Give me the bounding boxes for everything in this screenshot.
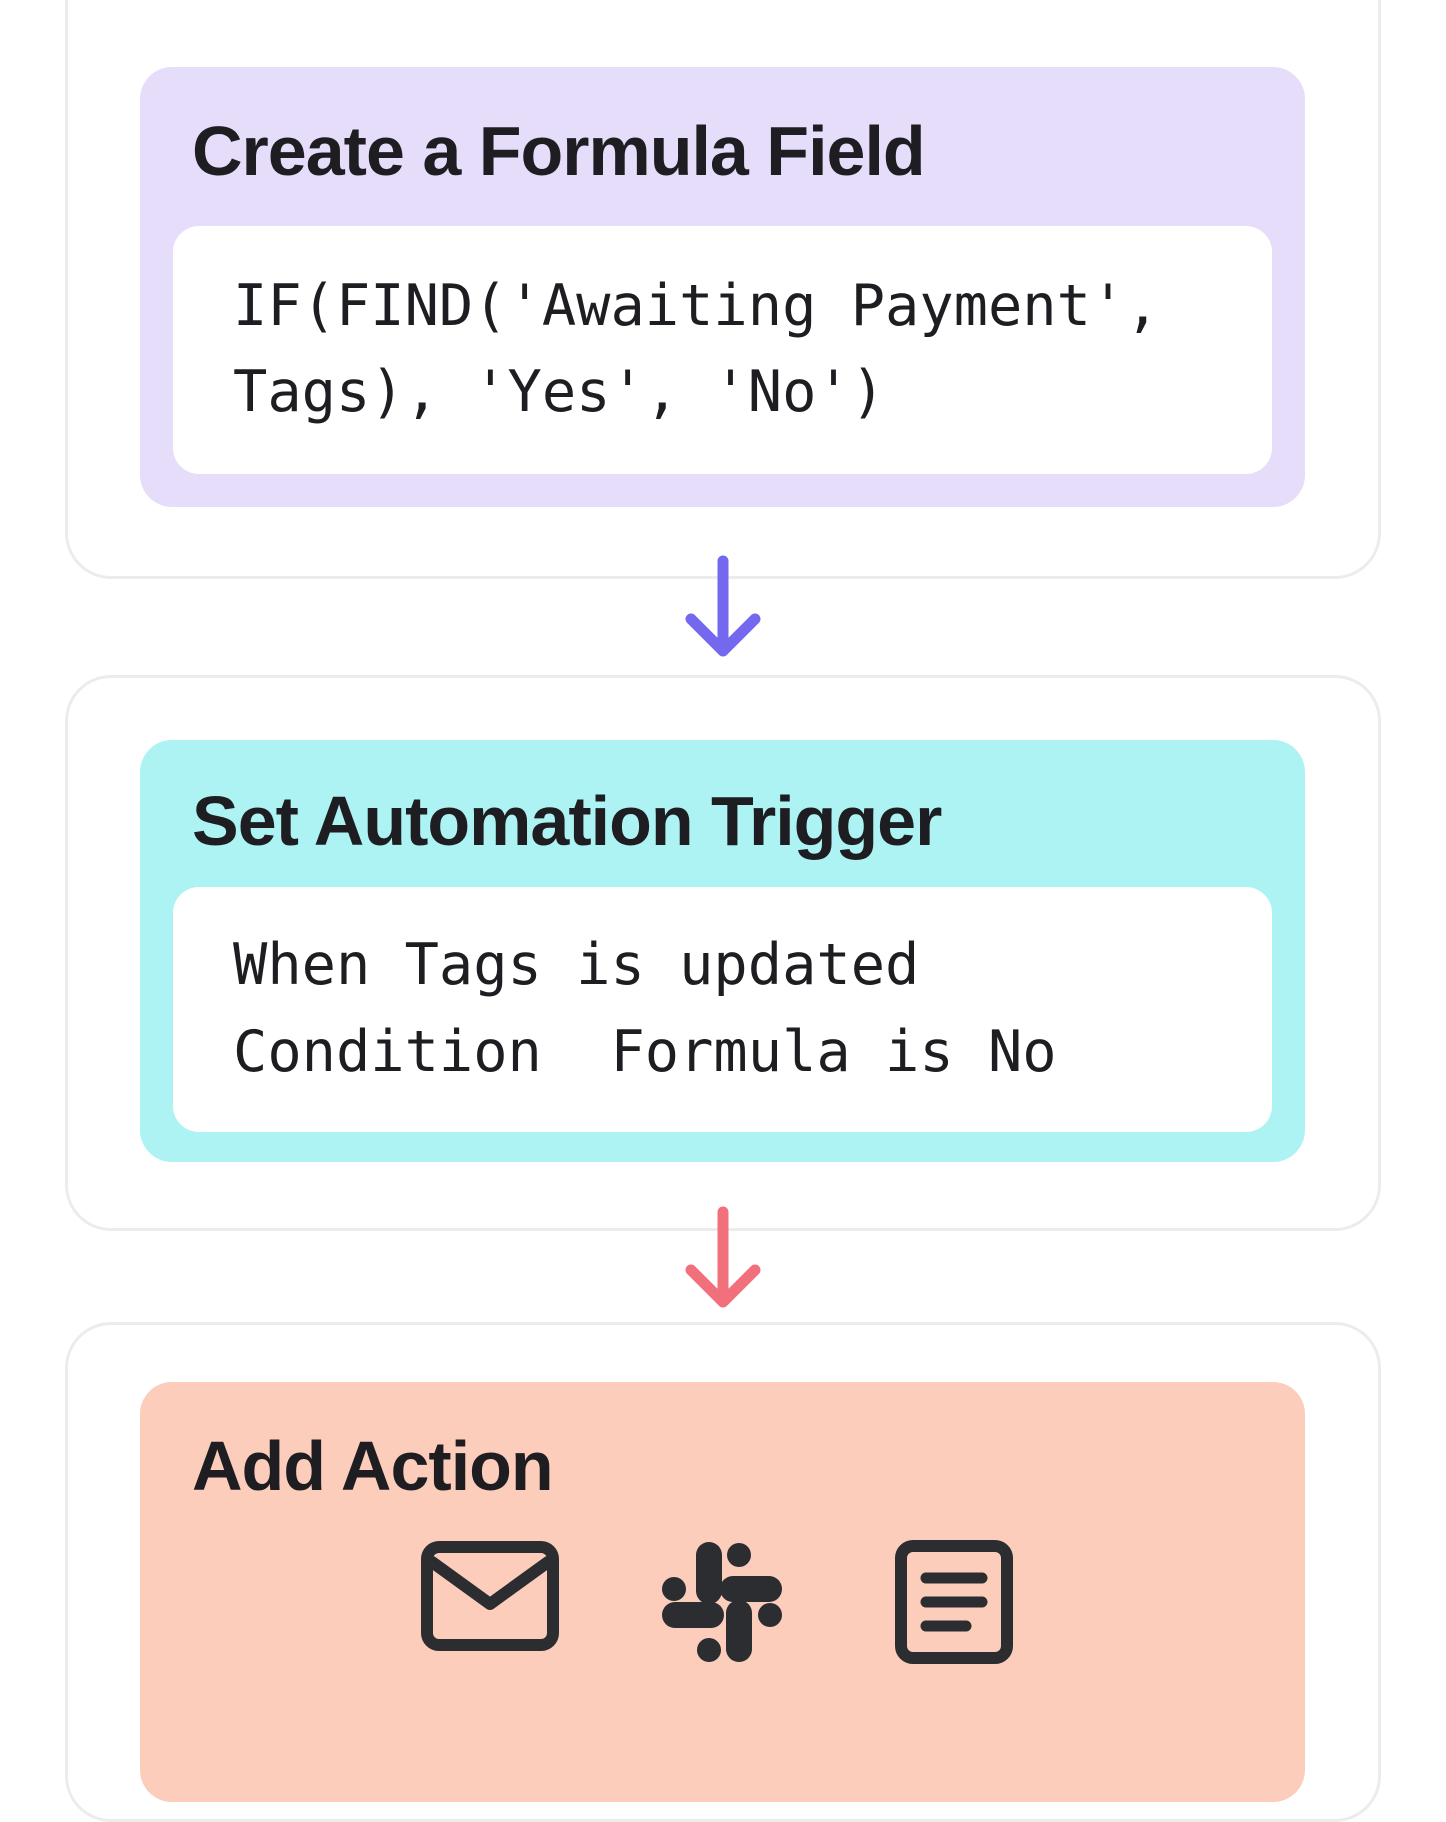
trigger-step-card: Set Automation Trigger When Tags is upda… xyxy=(140,740,1305,1162)
trigger-details-box: When Tags is updated Condition Formula i… xyxy=(173,887,1272,1132)
formula-code-line: Tags), 'Yes', 'No') xyxy=(233,359,886,425)
trigger-step-title: Set Automation Trigger xyxy=(192,782,942,860)
slack-icon xyxy=(662,1542,782,1662)
formula-code-box: IF(FIND('Awaiting Payment', Tags), 'Yes'… xyxy=(173,226,1272,474)
trigger-detail-line: Condition Formula is No xyxy=(233,1019,1057,1085)
trigger-detail-line: When Tags is updated xyxy=(233,932,920,998)
action-step-title: Add Action xyxy=(192,1427,554,1505)
mail-icon xyxy=(421,1541,559,1651)
formula-code-line: IF(FIND('Awaiting Payment', xyxy=(233,273,1160,339)
arrow-down-icon xyxy=(685,1206,761,1308)
action-step-card: Add Action xyxy=(140,1382,1305,1802)
formula-step-card: Create a Formula Field IF(FIND('Awaiting… xyxy=(140,67,1305,507)
arrow-down-icon xyxy=(685,555,761,657)
document-icon xyxy=(895,1540,1013,1664)
formula-step-title: Create a Formula Field xyxy=(192,112,926,190)
